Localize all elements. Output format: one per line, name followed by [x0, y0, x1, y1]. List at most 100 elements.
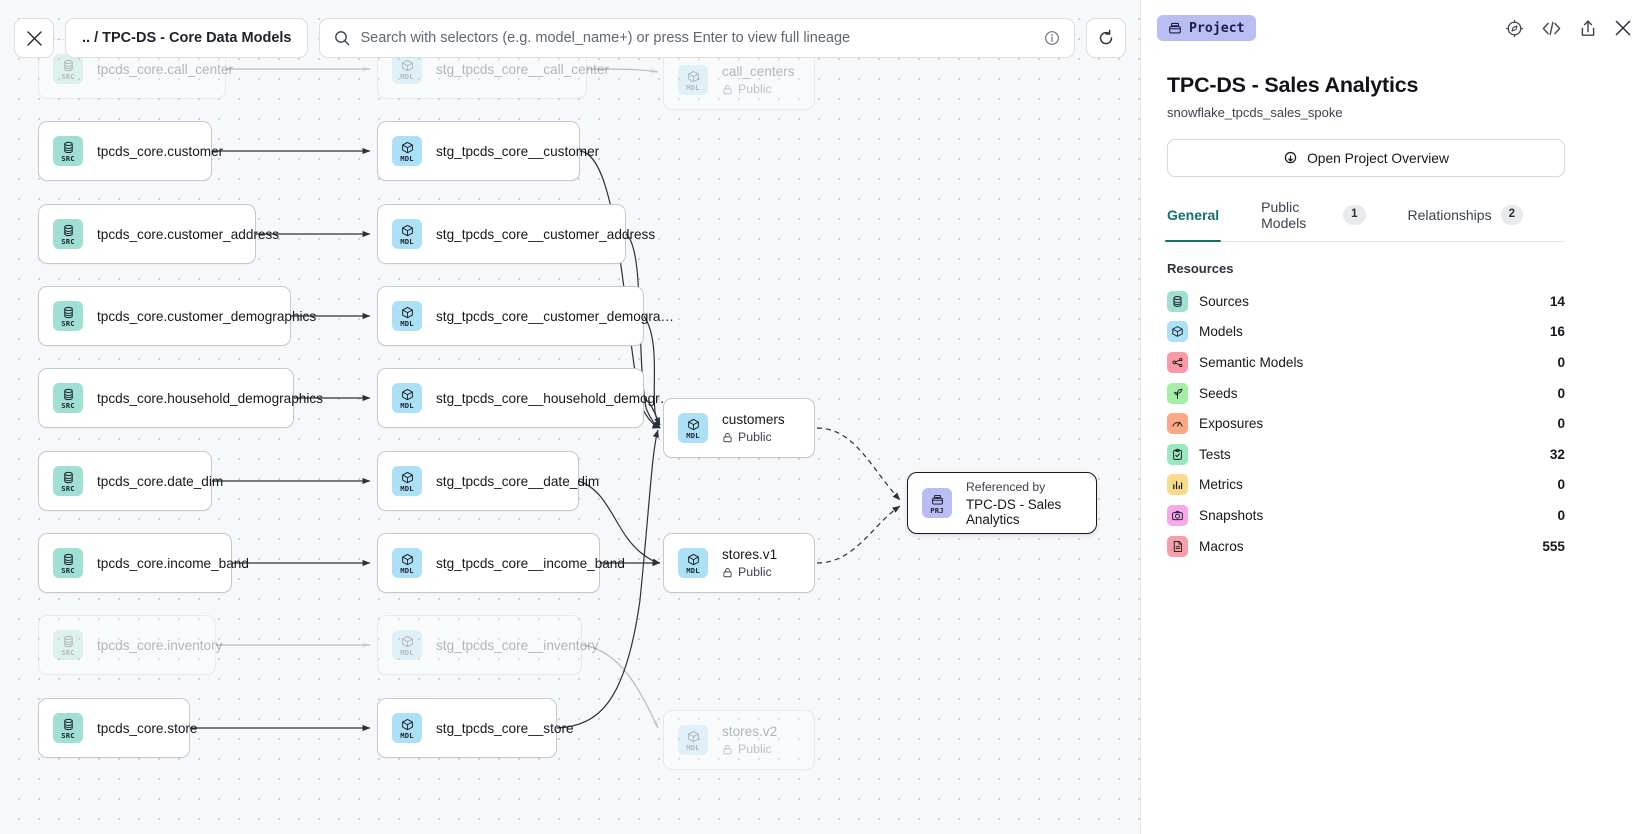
share-icon[interactable] [1579, 19, 1597, 38]
lineage-public-node[interactable]: MDL customers Public [663, 398, 815, 458]
node-badge-prj: PRJ [922, 488, 952, 518]
tab-public-models[interactable]: Public Models 1 [1261, 199, 1366, 241]
node-badge-label: SRC [61, 236, 75, 246]
lineage-node[interactable]: SRC tpcds_core.inventory [38, 615, 222, 675]
tab-general[interactable]: General [1164, 199, 1222, 242]
lineage-toolbar: .. / TPC-DS - Core Data Models [0, 0, 1140, 76]
node-badge-label: MDL [686, 742, 700, 752]
database-icon [63, 388, 73, 400]
node-access-label: Public [738, 82, 772, 96]
resource-count: 0 [1557, 385, 1565, 401]
lineage-public-node[interactable]: MDL stores.v1 Public [663, 533, 815, 593]
lineage-node[interactable]: SRC tpcds_core.customer [38, 121, 223, 181]
lineage-node[interactable]: SRC tpcds_core.household_demographics [38, 368, 323, 428]
resource-row[interactable]: Metrics 0 [1167, 470, 1565, 501]
tab-label: General [1167, 207, 1220, 223]
resource-icon-wrap [1167, 504, 1188, 526]
breadcrumb-button[interactable]: .. / TPC-DS - Core Data Models [65, 18, 309, 58]
tab-relationships[interactable]: Relationships 2 [1408, 199, 1523, 241]
lineage-node-label: tpcds_core.customer_demographics [97, 308, 317, 324]
node-badge-mdl: MDL [392, 548, 422, 578]
node-badge-src: SRC [53, 466, 83, 496]
lineage-node[interactable]: SRC tpcds_core.store [38, 698, 198, 758]
info-circle-icon[interactable] [1044, 30, 1060, 46]
resource-label: Sources [1199, 293, 1249, 309]
breadcrumb: .. / TPC-DS - Core Data Models [82, 30, 292, 46]
node-badge-mdl: MDL [678, 725, 708, 755]
node-badge-src: SRC [53, 548, 83, 578]
lineage-node[interactable]: MDL stg_tpcds_core__date_dim [377, 451, 599, 511]
resource-row[interactable]: Macros 555 [1167, 531, 1565, 562]
tab-count-badge: 1 [1343, 205, 1366, 225]
lineage-node-label: stg_tpcds_core__store [436, 720, 574, 736]
lineage-node[interactable]: SRC tpcds_core.date_dim [38, 451, 223, 511]
explore-compass-icon[interactable] [1505, 19, 1524, 38]
lineage-node[interactable]: MDL stg_tpcds_core__inventory [377, 615, 598, 675]
node-badge-mdl: MDL [678, 548, 708, 578]
project-node-name: TPC-DS - Sales Analytics [966, 496, 1062, 527]
cube-icon [687, 418, 699, 431]
resources-heading: Resources [1167, 261, 1234, 276]
resource-count: 555 [1542, 538, 1565, 554]
tab-label: Relationships [1407, 207, 1492, 223]
lineage-search[interactable] [319, 18, 1075, 58]
cube-icon [687, 730, 699, 743]
seed-sprout-icon [1174, 388, 1183, 399]
resource-row[interactable]: Exposures 0 [1167, 408, 1565, 439]
node-badge-label: SRC [61, 318, 75, 328]
resource-icon-wrap [1167, 443, 1188, 465]
node-badge-mdl: MDL [392, 713, 422, 743]
node-badge-label: SRC [61, 730, 75, 740]
node-badge-src: SRC [53, 219, 83, 249]
node-badge-src: SRC [53, 630, 83, 660]
code-brackets-icon[interactable] [1541, 20, 1562, 37]
close-panel-icon[interactable] [1614, 19, 1632, 37]
node-badge-src: SRC [53, 713, 83, 743]
lineage-node[interactable]: MDL stg_tpcds_core__customer_address [377, 204, 655, 264]
node-badge-label: MDL [686, 82, 700, 92]
referenced-by-label: Referenced by [966, 479, 1046, 494]
lineage-canvas[interactable]: .. / TPC-DS - Core Data Models [0, 0, 1140, 834]
node-badge-label: MDL [400, 236, 414, 246]
lineage-public-node[interactable]: MDL call_centers Public [663, 50, 815, 110]
lineage-node[interactable]: MDL stg_tpcds_core__customer [377, 121, 599, 181]
file-code-icon [1173, 540, 1183, 552]
node-badge-src: SRC [53, 383, 83, 413]
close-icon [26, 30, 42, 46]
resource-row[interactable]: Semantic Models 0 [1167, 347, 1565, 378]
overview-button-label: Open Project Overview [1307, 150, 1449, 166]
panel-tabs: General Public Models 1 Relationships 2 [1164, 199, 1565, 242]
close-lineage-button[interactable] [14, 18, 54, 58]
cube-icon [687, 553, 699, 566]
lineage-node[interactable]: MDL stg_tpcds_core__income_band [377, 533, 625, 593]
lineage-node-label: stg_tpcds_core__income_band [436, 555, 625, 571]
lineage-project-node[interactable]: PRJ Referenced by TPC-DS - Sales Analyti… [907, 472, 1097, 534]
resource-icon-wrap [1167, 321, 1188, 343]
resource-icon-wrap [1167, 535, 1188, 557]
lineage-node-label: tpcds_core.income_band [97, 555, 249, 571]
panel-header: Project [1157, 0, 1632, 56]
node-badge-label: SRC [61, 71, 75, 81]
resource-row[interactable]: Sources 14 [1167, 286, 1565, 317]
resource-row[interactable]: Snapshots 0 [1167, 500, 1565, 531]
lineage-node[interactable]: MDL stg_tpcds_core__household_demogr… [377, 368, 673, 428]
node-badge-mdl: MDL [392, 630, 422, 660]
lineage-node[interactable]: SRC tpcds_core.customer_address [38, 204, 279, 264]
node-badge-label: SRC [61, 483, 75, 493]
lineage-public-node[interactable]: MDL stores.v2 Public [663, 710, 815, 770]
lineage-node-label: tpcds_core.household_demographics [97, 390, 323, 406]
resources-list: Sources 14 Models 16 Semantic Models 0 S… [1167, 286, 1565, 561]
gauge-icon [1172, 421, 1183, 427]
resource-icon-wrap [1167, 351, 1188, 373]
resource-row[interactable]: Tests 32 [1167, 439, 1565, 470]
node-badge-label: MDL [400, 730, 414, 740]
lineage-node[interactable]: SRC tpcds_core.income_band [38, 533, 249, 593]
resource-row[interactable]: Seeds 0 [1167, 378, 1565, 409]
refresh-lineage-button[interactable] [1086, 18, 1126, 58]
lineage-node[interactable]: SRC tpcds_core.customer_demographics [38, 286, 316, 346]
search-input[interactable] [360, 30, 1034, 46]
open-project-overview-button[interactable]: Open Project Overview [1167, 139, 1565, 177]
lineage-node[interactable]: MDL stg_tpcds_core__customer_demogra… [377, 286, 674, 346]
resource-row[interactable]: Models 16 [1167, 317, 1565, 348]
lineage-node[interactable]: MDL stg_tpcds_core__store [377, 698, 574, 758]
